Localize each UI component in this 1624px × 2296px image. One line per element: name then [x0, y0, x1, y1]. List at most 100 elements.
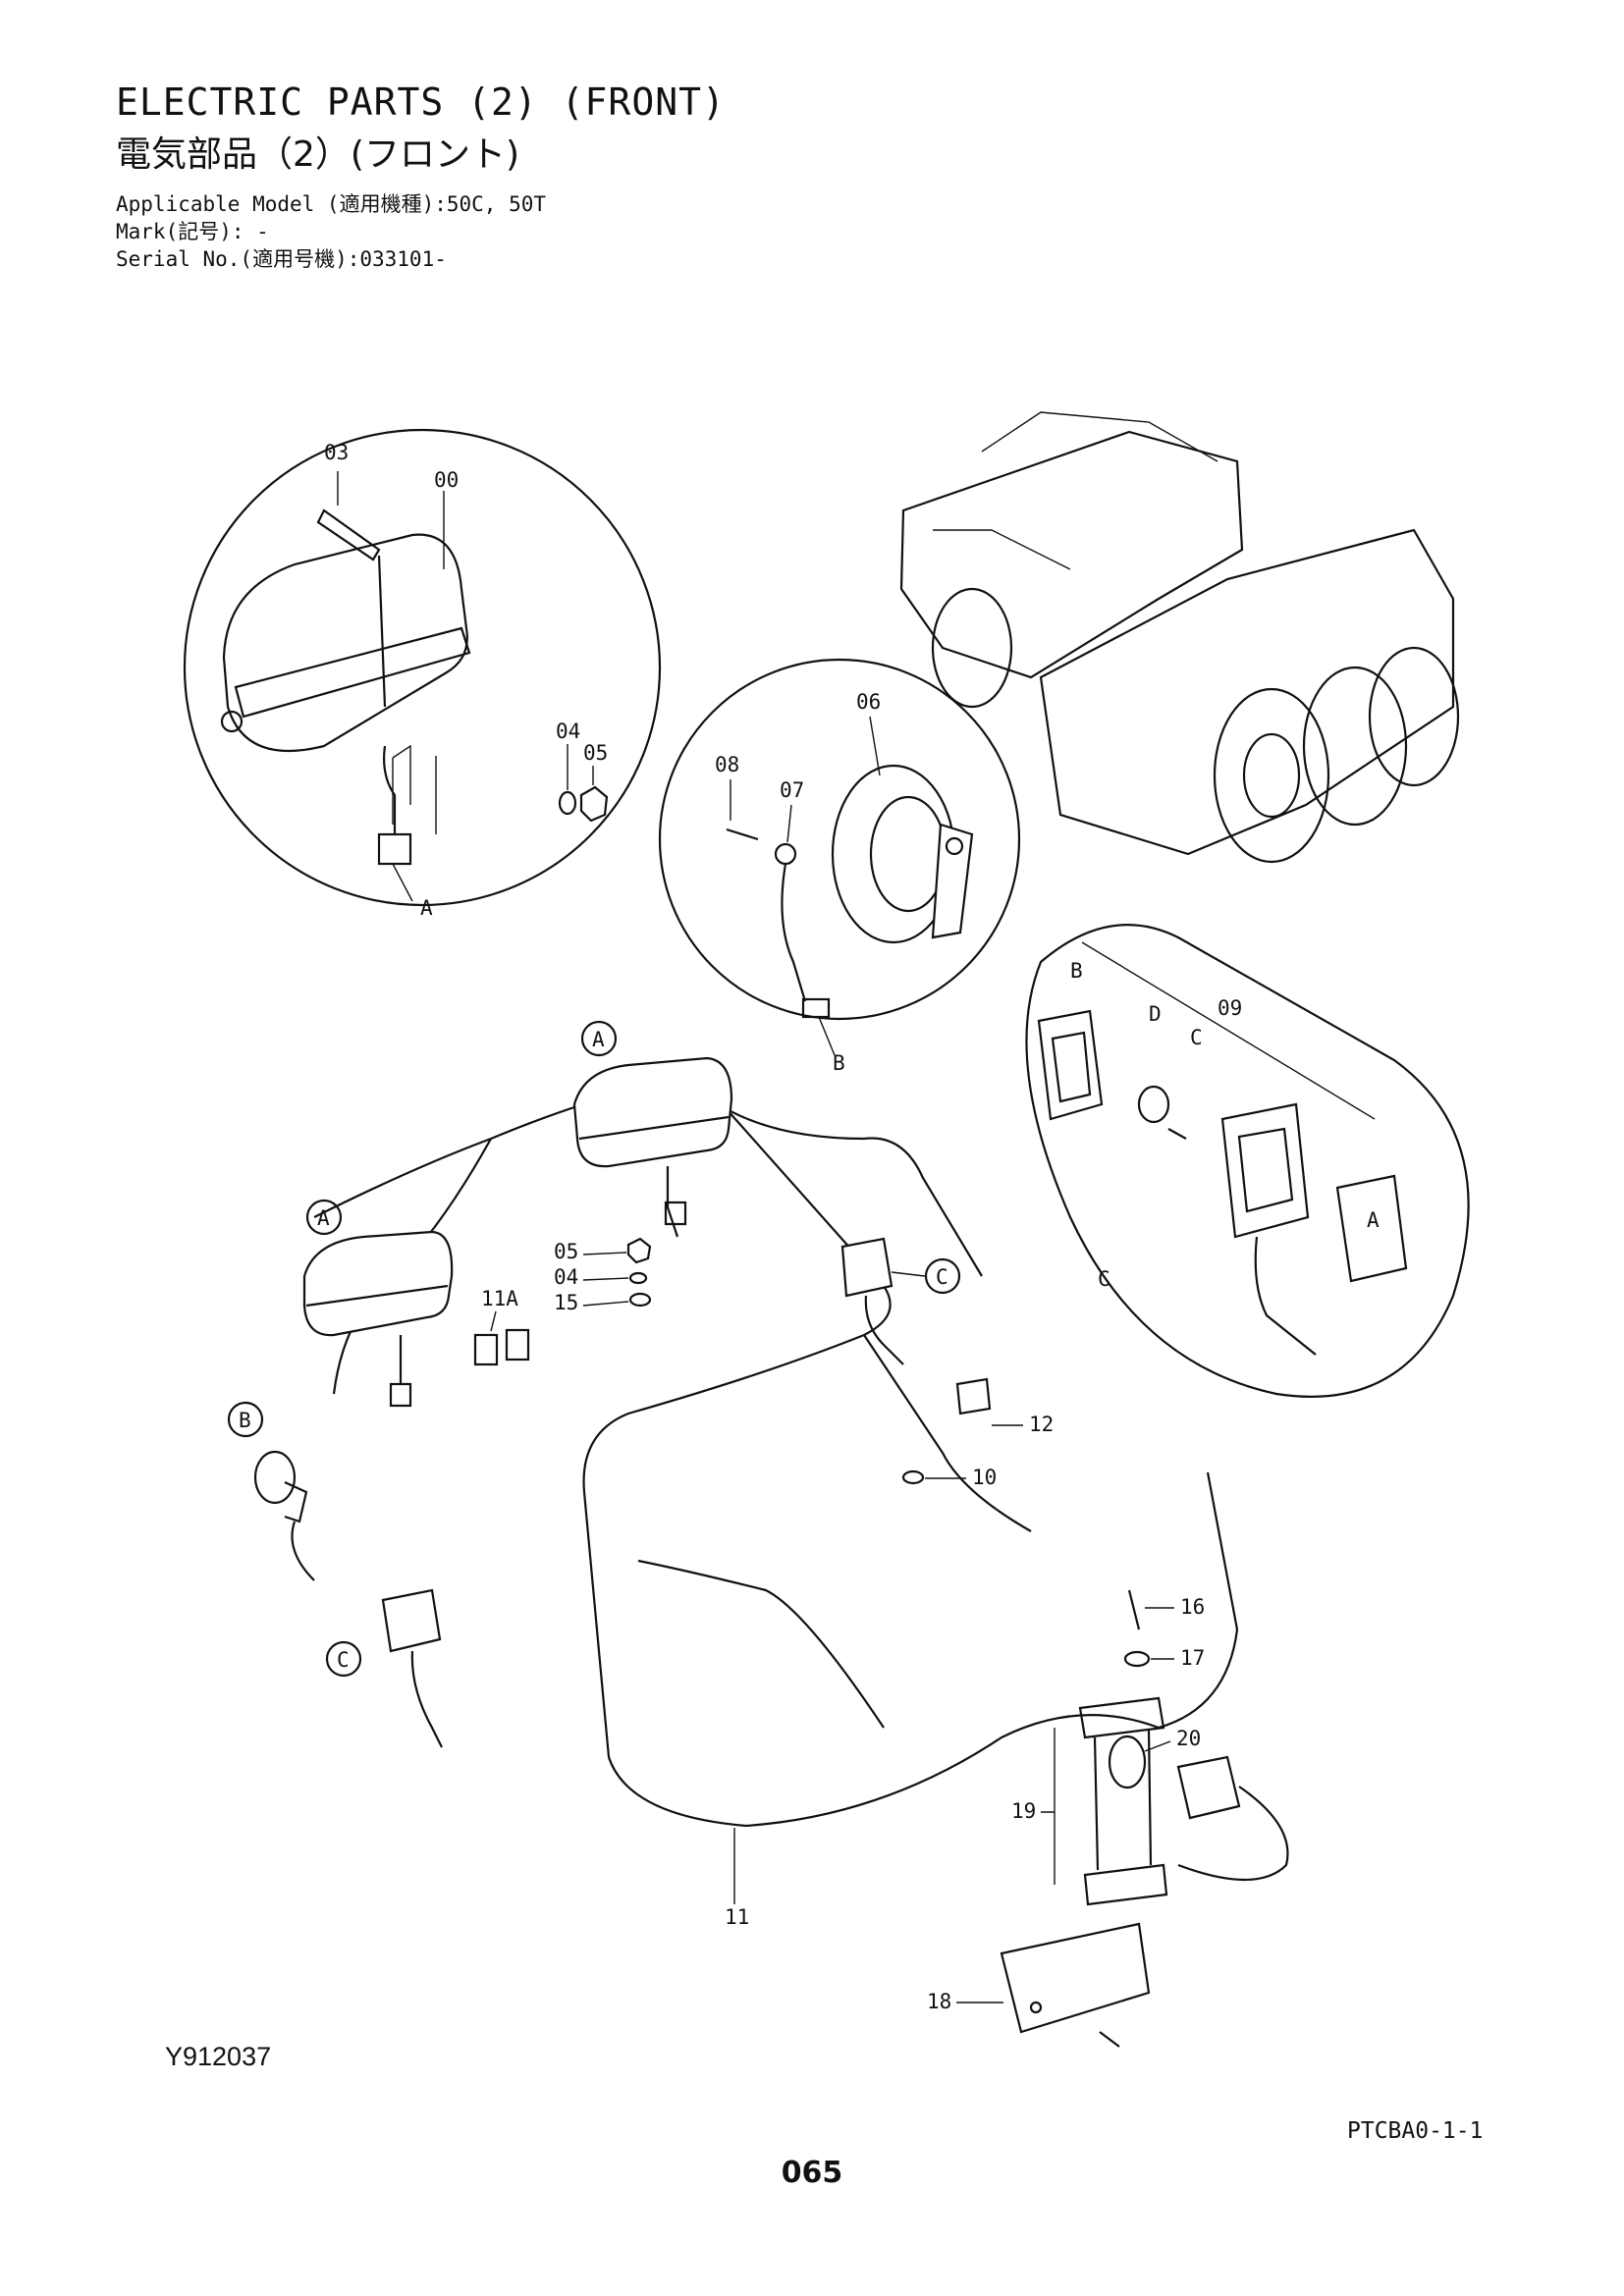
lamp-c-lower-body — [381, 1588, 442, 1653]
title-japanese: 電気部品（2）(フロント) — [116, 134, 519, 175]
callout-10: 10 — [972, 1466, 997, 1489]
clamp-19-lower — [1083, 1863, 1168, 1906]
bubble-c-upper: C — [936, 1265, 948, 1289]
work-light-rim — [234, 626, 471, 719]
lamp-lens-b-inner — [1051, 1031, 1092, 1103]
lamp-cover-a — [1335, 1174, 1408, 1283]
horn-wire — [781, 863, 807, 1002]
view-letter-d: D — [1149, 1002, 1162, 1026]
callout-bubble-c-lower — [325, 1640, 362, 1678]
detail-circle-b — [658, 658, 1021, 1021]
leader-c-upper — [891, 1271, 926, 1277]
bubble-c-lower: C — [337, 1648, 350, 1672]
rear-tire — [931, 587, 1013, 709]
horn-wire-connector — [801, 997, 831, 1019]
serial-number: Serial No.(適用号機):033101- — [116, 247, 447, 271]
bubble-a-upper: A — [592, 1028, 605, 1051]
lamp-c-lower: C — [325, 1588, 443, 1748]
callout-11a: 11A — [481, 1287, 518, 1310]
work-light-knob — [220, 710, 244, 733]
callout-bubble-a-upper — [580, 1020, 618, 1057]
nut-05-main — [626, 1237, 652, 1264]
work-light-lower-plug — [389, 1382, 412, 1408]
main-harness — [313, 1078, 1239, 1828]
machine-engine-hood — [1039, 528, 1455, 856]
lamp-c-upper-body — [840, 1237, 893, 1298]
callout-04: 04 — [556, 720, 580, 743]
callout-09: 09 — [1218, 996, 1242, 1020]
front-tire-1 — [1213, 687, 1330, 864]
lamp-cable — [1254, 1236, 1317, 1356]
machine-sketch — [899, 411, 1460, 864]
screw-08-part — [726, 828, 759, 841]
page-number: 065 — [781, 2156, 843, 2190]
bolt-16-part — [1127, 1589, 1141, 1630]
lamp-lens-b — [1037, 1009, 1104, 1121]
callout-bubble-c-upper — [924, 1257, 961, 1295]
washer-17-part — [1123, 1650, 1151, 1668]
horn-left-wire — [291, 1521, 315, 1581]
machine-cab — [899, 430, 1244, 679]
bulb-c — [1167, 1128, 1187, 1140]
callout-08: 08 — [715, 753, 739, 776]
leaders-05-04-15 — [582, 1252, 629, 1307]
view-letter-a: A — [420, 896, 433, 920]
callout-00: 00 — [434, 468, 459, 492]
light-connector — [377, 832, 412, 866]
detail-view-a: 03 00 04 05 A — [183, 428, 662, 920]
work-light-housing — [222, 533, 468, 753]
callout-11: 11 — [725, 1905, 749, 1929]
relay-12-part — [955, 1377, 992, 1415]
socket-20-part — [1176, 1755, 1241, 1820]
detail-view-b: 06 08 07 B — [658, 658, 1021, 1075]
washer-10-part — [901, 1469, 925, 1485]
view-letter-a-c: A — [1367, 1208, 1380, 1232]
grommet-20-part — [1108, 1735, 1147, 1789]
leader-lines-b — [730, 716, 881, 1056]
lamp-c-upper-cable — [864, 1295, 904, 1365]
callout-20: 20 — [1176, 1727, 1201, 1750]
work-light-upper: A — [572, 1020, 733, 1238]
socket-20-cable — [1177, 1786, 1289, 1882]
view-letter-b: B — [833, 1051, 845, 1075]
bulb-d — [1137, 1085, 1170, 1124]
figure-id: Y912037 — [165, 2042, 272, 2071]
relay-11a-1 — [473, 1333, 499, 1366]
washer-15-main — [628, 1292, 652, 1308]
front-tire-hub — [1242, 732, 1301, 819]
harness-branch-20 — [1158, 1471, 1239, 1730]
callout-03: 03 — [324, 441, 349, 464]
terminal-07-part — [774, 842, 797, 866]
leader-11a — [490, 1310, 497, 1332]
callout-07: 07 — [780, 778, 804, 802]
clamp-19-upper — [1078, 1696, 1165, 1739]
callout-06: 06 — [856, 690, 881, 714]
leader-03 — [377, 555, 387, 708]
work-light-lower: A — [302, 1199, 454, 1408]
horn-bracket — [931, 823, 974, 939]
bolt-03-part — [316, 508, 381, 561]
nut-05-part — [579, 785, 609, 823]
callout-bubble-a-lower — [305, 1199, 343, 1236]
harness-trunk-11 — [313, 1078, 1160, 1828]
harness-branch-lower — [863, 1334, 1032, 1532]
work-light-upper-housing — [572, 1056, 733, 1168]
mark: Mark(記号): - — [116, 220, 269, 243]
applicable-model: Applicable Model (適用機種):50C, 50T — [116, 192, 547, 216]
washer-04-main — [628, 1271, 648, 1285]
bubble-a-lower: A — [317, 1206, 330, 1230]
callout-19: 19 — [1011, 1799, 1036, 1823]
callout-12: 12 — [1029, 1413, 1054, 1436]
front-tire-2 — [1302, 666, 1408, 827]
clamp-19-body — [1093, 1729, 1153, 1871]
bracket-18-bolt — [1099, 2031, 1120, 2048]
leader-lines-a — [337, 471, 594, 902]
callout-15: 15 — [554, 1291, 578, 1314]
reference-line-c — [1081, 941, 1376, 1120]
callout-16: 16 — [1180, 1595, 1205, 1619]
main-callouts: 05 04 15 11A 12 10 16 17 20 19 11 18 — [481, 1240, 1205, 2013]
view-letter-b-c: B — [1070, 959, 1083, 983]
bracket — [392, 744, 437, 834]
callout-04-main: 04 — [554, 1265, 578, 1289]
